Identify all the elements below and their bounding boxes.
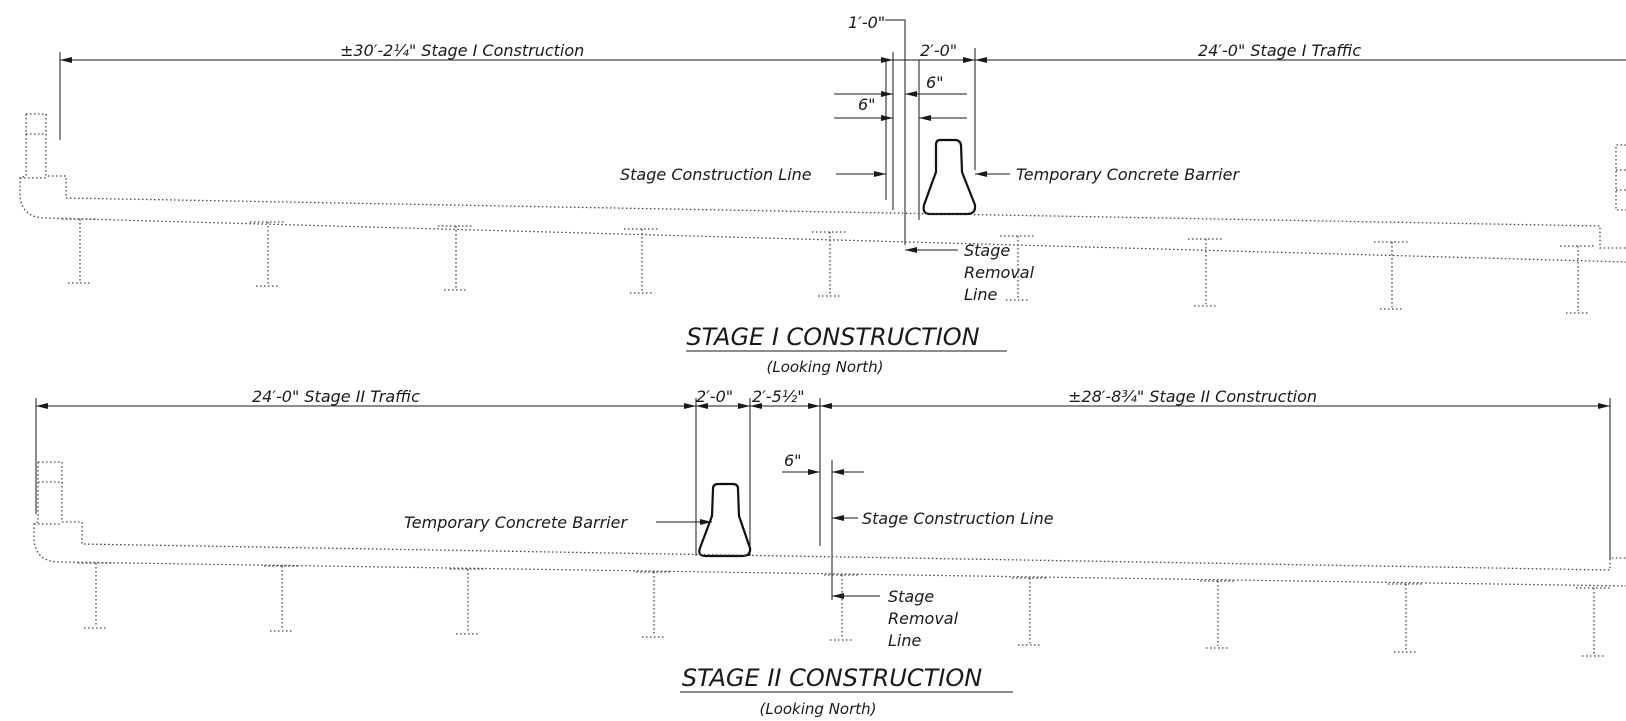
stage-1-2ft-dimension: 2′-0" [920, 41, 957, 60]
stage-2-removal-label-line2: Removal [888, 609, 959, 628]
stage-2-overall-dimension-line [35, 398, 1611, 560]
stage-2-2ft-dimension: 2′-0" [696, 387, 733, 406]
stage-1-removal-label-line3: Line [964, 285, 998, 304]
stage-2-removal-line [832, 593, 880, 599]
stage-1-temporary-concrete-barrier [922, 138, 977, 216]
stage-2-construction-dimension: ±28′-8¾" Stage II Construction [1068, 387, 1317, 406]
stage-2-title: STAGE II CONSTRUCTION [682, 664, 982, 692]
stage-2-traffic-dimension: 24′-0" Stage II Traffic [252, 387, 420, 406]
stage-1-girders [62, 218, 1596, 314]
stage-1-construction-dimension: ±30′-2¼" Stage I Construction [340, 41, 584, 60]
stage-2-removal-label-line1: Stage [888, 587, 934, 606]
stage-1-1ft-dimension: 1′-0" [848, 13, 885, 32]
stage-1-construction-line [836, 118, 894, 210]
stage-1-traffic-dimension: 24′-0" Stage I Traffic [1198, 41, 1361, 60]
stage-1-section: ±30′-2¼" Stage I Construction 24′-0" Sta… [19, 13, 1626, 376]
stage-2-section: 24′-0" Stage II Traffic 2′-0" 2′-5½" ±28… [33, 387, 1626, 718]
stage-2-small-dimension-leaders [782, 460, 864, 600]
stage-1-title: STAGE I CONSTRUCTION [686, 323, 979, 351]
stage-1-6in-dimension-left: 6" [858, 95, 876, 114]
stage-1-barrier-label: Temporary Concrete Barrier [1016, 165, 1240, 184]
stage-2-temporary-concrete-barrier [698, 482, 752, 558]
stage-1-6in-dimension-right: 6" [926, 73, 944, 92]
stage-2-girders [78, 562, 1612, 657]
stage-2-barrier-label: Temporary Concrete Barrier [404, 513, 628, 532]
stage-1-construction-line-label: Stage Construction Line [620, 165, 812, 184]
stage-1-overall-dimension-line [59, 48, 1626, 170]
stage-2-2ft5-dimension: 2′-5½" [752, 387, 805, 406]
stage-1-bridge-deck [19, 113, 1626, 263]
stage-2-subtitle: (Looking North) [759, 700, 876, 718]
stage-1-removal-label-line2: Removal [964, 263, 1035, 282]
stage-2-6in-dimension: 6" [784, 451, 802, 470]
stage-2-removal-label-line3: Line [888, 631, 922, 650]
stage-2-construction-line-label: Stage Construction Line [862, 509, 1054, 528]
stage-1-removal-label-line1: Stage [964, 241, 1010, 260]
stage-2-bridge-deck [33, 461, 1626, 587]
stage-1-subtitle: (Looking North) [766, 358, 883, 376]
stage-1-removal-line [905, 247, 958, 253]
